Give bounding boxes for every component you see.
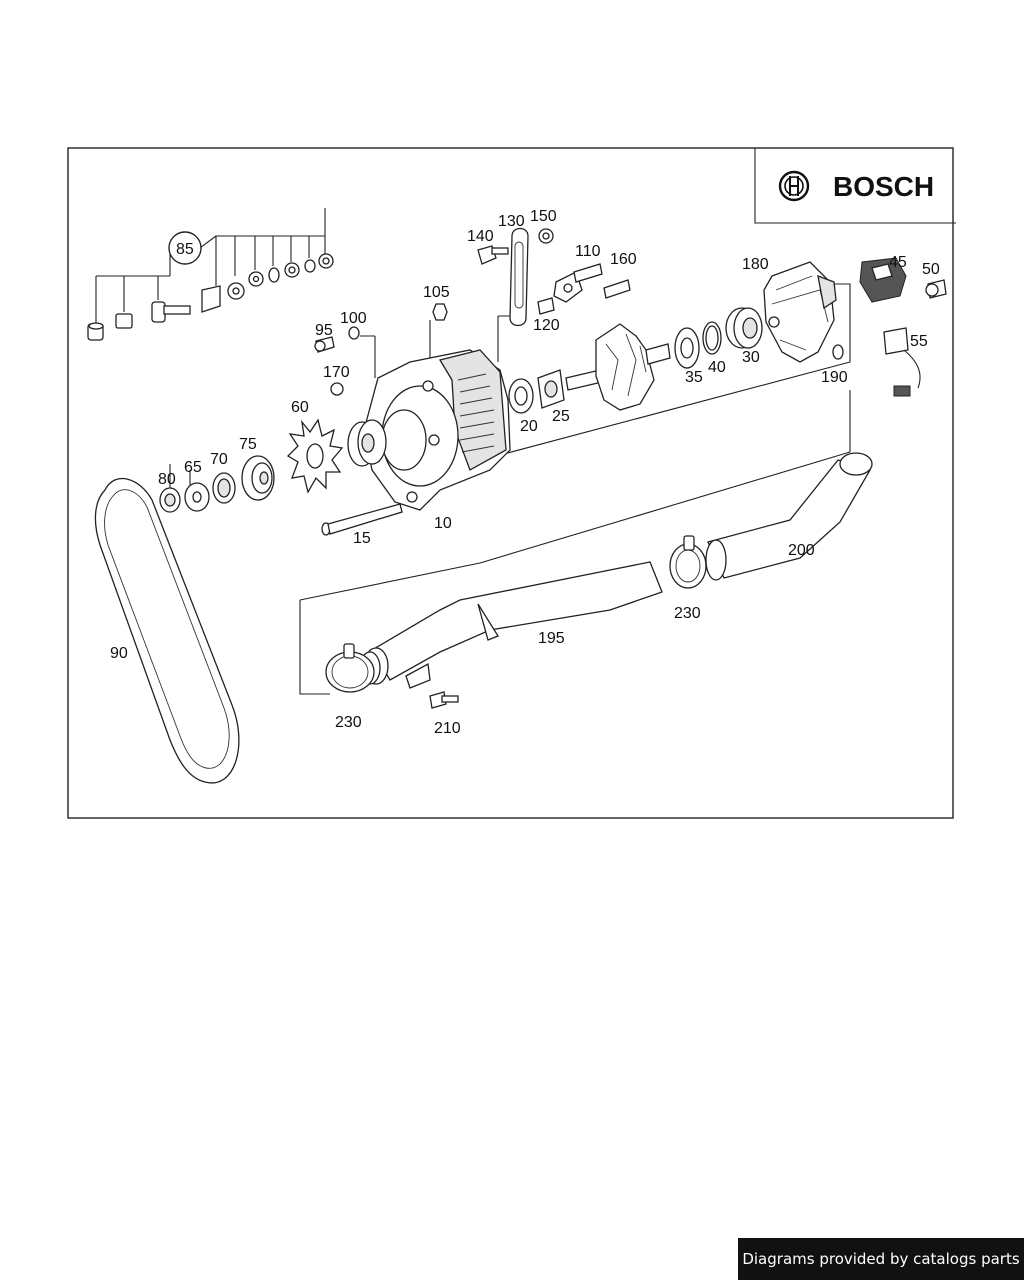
callout-85: 85 [176, 241, 194, 258]
v-belt [94, 478, 240, 784]
callout-25: 25 [552, 408, 570, 425]
part-85-set [87, 231, 334, 341]
callout-120: 120 [533, 317, 560, 334]
callout-180: 180 [742, 256, 769, 273]
through-bolt [321, 503, 403, 536]
callout-130: 130 [498, 213, 525, 230]
pulley-assembly [159, 418, 344, 513]
callout-230-left: 230 [335, 714, 362, 731]
callout-35: 35 [685, 369, 703, 386]
voltage-regulator [859, 257, 947, 397]
callout-80: 80 [158, 471, 176, 488]
callout-140: 140 [467, 228, 494, 245]
callout-170: 170 [323, 364, 350, 381]
callout-65: 65 [184, 459, 202, 476]
callout-100: 100 [340, 310, 367, 327]
bearing-set [508, 369, 565, 414]
callout-60: 60 [291, 399, 309, 416]
diagram-frame [67, 147, 954, 819]
hose-clamps [325, 535, 707, 709]
rear-cover [763, 261, 844, 363]
callout-40: 40 [708, 359, 726, 376]
air-duct [359, 452, 873, 689]
callout-10: 10 [434, 515, 452, 532]
callout-50: 50 [922, 261, 940, 278]
callout-160: 160 [610, 251, 637, 268]
brand-box: BOSCH [754, 148, 956, 224]
callout-200: 200 [788, 542, 815, 559]
callout-150: 150 [530, 208, 557, 225]
callout-70: 70 [210, 451, 228, 468]
rotor [565, 323, 671, 411]
callout-195: 195 [538, 630, 565, 647]
rear-bearings [674, 307, 763, 369]
callout-75: 75 [239, 436, 257, 453]
callout-210: 210 [434, 720, 461, 737]
callout-190: 190 [821, 369, 848, 386]
callout-90: 90 [110, 645, 128, 662]
callout-55: 55 [910, 333, 928, 350]
brand-name: BOSCH [833, 171, 934, 202]
callout-30: 30 [742, 349, 760, 366]
callout-15: 15 [353, 530, 371, 547]
alternator-housing [314, 303, 511, 511]
callout-105: 105 [423, 284, 450, 301]
callout-20: 20 [520, 418, 538, 435]
callout-95: 95 [315, 322, 333, 339]
callout-110: 110 [575, 243, 601, 260]
footer-credit: Diagrams provided by catalogs parts [738, 1238, 1024, 1280]
callout-labels: 10 15 20 25 30 35 40 45 50 55 60 65 70 7… [110, 208, 940, 737]
callout-45: 45 [889, 254, 907, 271]
leader-lines [95, 208, 851, 695]
callout-230-right: 230 [674, 605, 701, 622]
bosch-armature-icon [778, 170, 810, 202]
tension-bracket [477, 227, 631, 327]
